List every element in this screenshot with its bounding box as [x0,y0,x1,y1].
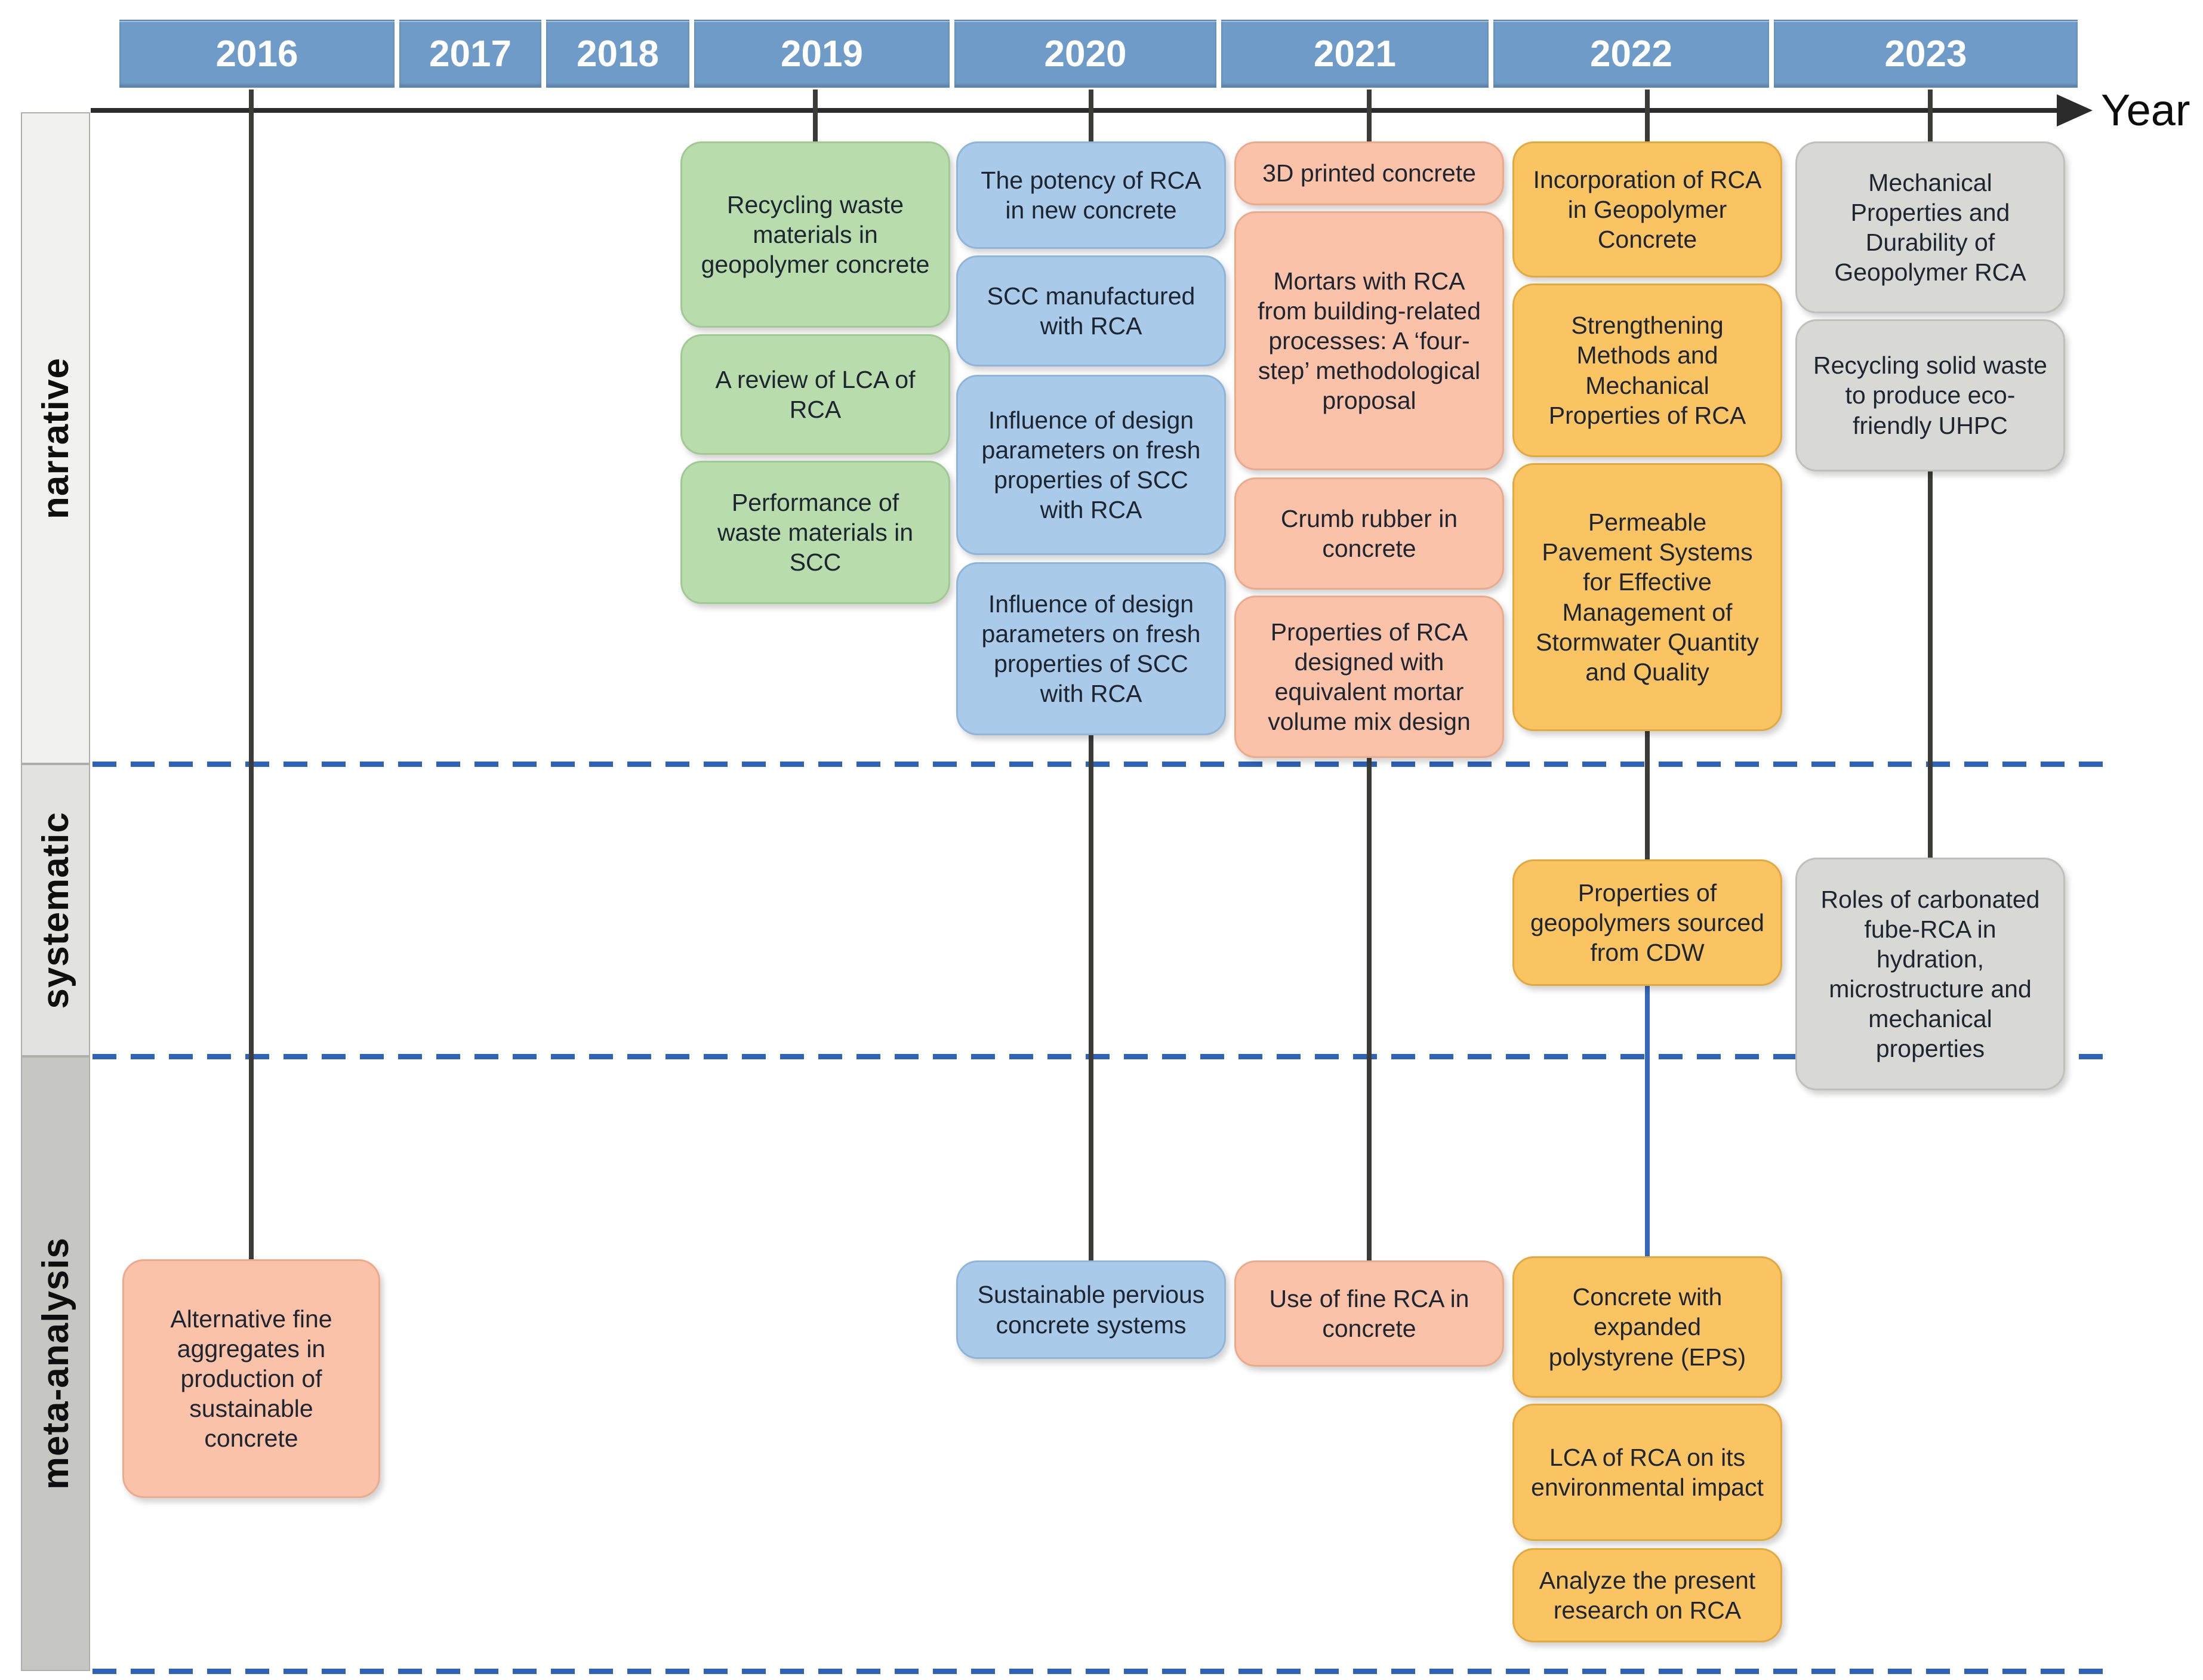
row-separator-dashed [93,1669,2107,1674]
connector-line-2023 [1928,467,1933,868]
study-box-2020-narrative-5: SCC manufactured with RCA [956,255,1226,366]
axis-arrow-icon [2057,94,2093,127]
year-axis-line [91,108,2060,113]
year-segment-2022: 2022 [1493,20,1769,88]
connector-line-2022 [1645,727,1650,871]
connector-line-2019 [813,90,818,155]
row-separator-dashed [93,1054,2107,1059]
study-box-2021-narrative-9: Mortars with RCA from building-related p… [1234,211,1504,470]
year-segment-2016: 2016 [119,20,395,88]
study-box-2021-narrative-8: 3D printed concrete [1234,141,1504,205]
year-segment-2023: 2023 [1774,20,2078,88]
year-segment-2021: 2021 [1221,20,1489,88]
row-label-text: systematic [35,811,76,1009]
connector-line-2021 [1367,754,1372,1271]
study-box-2023-systematic-18: Roles of carbonated fube-RCA in hydratio… [1795,858,2065,1090]
year-segment-2019: 2019 [694,20,950,88]
study-box-2022-narrative-12: Incorporation of RCA in Geopolymer Concr… [1512,141,1782,278]
study-box-2021-narrative-10: Crumb rubber in concrete [1234,477,1504,590]
study-box-2022-narrative-14: Permeable Pavement Systems for Effective… [1512,463,1782,731]
row-label-meta-analysis: meta-analysis [21,1056,90,1671]
connector-line-2020 [1089,731,1093,1271]
row-separator-dashed [93,762,2107,767]
connector-line-2021 [1367,90,1372,155]
connector-line-2022 [1645,90,1650,155]
connector-line-2023 [1928,90,1933,155]
study-box-2019-narrative-3: Performance of waste materials in SCC [680,461,950,604]
study-box-2022-systematic-17: Properties of geopolymers sourced from C… [1512,859,1782,986]
study-box-2023-narrative-16: Recycling solid waste to produce eco-fri… [1795,319,2065,471]
study-box-2021-narrative-11: Properties of RCA designed with equivale… [1234,596,1504,758]
axis-label: Year [2101,85,2190,135]
connector-line-2022 [1645,982,1650,1268]
year-segment-2020: 2020 [954,20,1216,88]
connector-line-2016 [249,90,254,1271]
study-box-2023-narrative-15: Mechanical Properties and Durability of … [1795,141,2065,313]
study-box-2020-meta-analysis-20: Sustainable pervious concrete systems [956,1260,1226,1359]
study-box-2019-narrative-1: Recycling waste materials in geopolymer … [680,141,950,328]
row-label-narrative: narrative [21,112,90,764]
row-label-systematic: systematic [21,764,90,1056]
connector-line-2020 [1089,90,1093,155]
study-box-2022-narrative-13: Strengthening Methods and Mechanical Pro… [1512,283,1782,457]
row-label-text: narrative [35,357,76,519]
row-label-text: meta-analysis [35,1237,76,1490]
study-box-2016-meta-analysis-19: Alternative fine aggregates in productio… [122,1259,380,1498]
study-box-2022-meta-analysis-23: LCA of RCA on its environmental impact [1512,1404,1782,1541]
study-box-2022-meta-analysis-24: Analyze the present research on RCA [1512,1548,1782,1642]
study-box-2019-narrative-2: A review of LCA of RCA [680,334,950,455]
study-box-2020-narrative-7: Influence of design parameters on fresh … [956,562,1226,735]
study-box-2021-meta-analysis-21: Use of fine RCA in concrete [1234,1260,1504,1367]
study-box-2020-narrative-6: Influence of design parameters on fresh … [956,375,1226,555]
study-box-2022-meta-analysis-22: Concrete with expanded polystyrene (EPS) [1512,1256,1782,1398]
study-box-2020-narrative-4: The potency of RCA in new concrete [956,141,1226,249]
year-segment-2018: 2018 [546,20,689,88]
year-segment-2017: 2017 [399,20,541,88]
